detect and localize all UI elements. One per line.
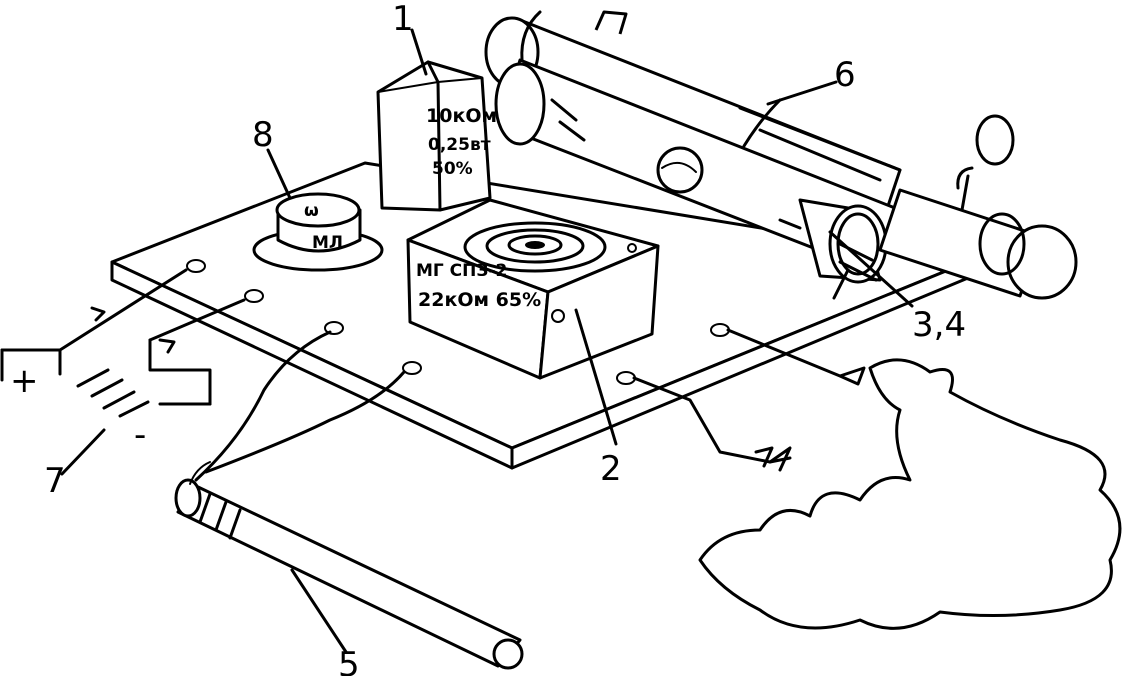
battery-minus-sign: -	[134, 415, 146, 455]
ground-wires	[632, 328, 866, 472]
label-5: 5	[338, 645, 360, 676]
label-2: 2	[600, 449, 622, 489]
leader-lines	[60, 28, 914, 654]
transformer-type-text: МГ СПЗ-2	[416, 261, 507, 281]
transformer-component: МГ СПЗ-2 22кОм 65%	[406, 198, 660, 380]
resistor-value-text: 10кОм	[426, 105, 497, 127]
label-1: 1	[392, 0, 414, 39]
battery-plus-sign: +	[10, 361, 39, 401]
knob-label-text: МЛ	[312, 233, 343, 253]
knob-top-text: ω	[304, 201, 319, 221]
resistor-component: 10кОм 0,25вт 50%	[376, 60, 497, 212]
tuning-knob: ω МЛ	[252, 192, 384, 272]
label-6: 6	[834, 55, 856, 95]
resistor-power-text: 0,25вт	[428, 135, 491, 155]
transformer-value-text: 22кОм 65%	[418, 289, 541, 311]
right-cylinder	[878, 114, 1078, 300]
battery-wires	[58, 268, 246, 354]
label-3-4: 3,4	[912, 305, 966, 345]
label-7: 7	[44, 461, 66, 501]
ground-plate	[698, 358, 1122, 630]
battery-symbol: + -	[0, 338, 212, 455]
ferrite-antenna	[174, 478, 524, 670]
resistor-tolerance-text: 50%	[432, 159, 473, 179]
label-8: 8	[252, 115, 274, 155]
antenna-wires	[189, 330, 406, 485]
